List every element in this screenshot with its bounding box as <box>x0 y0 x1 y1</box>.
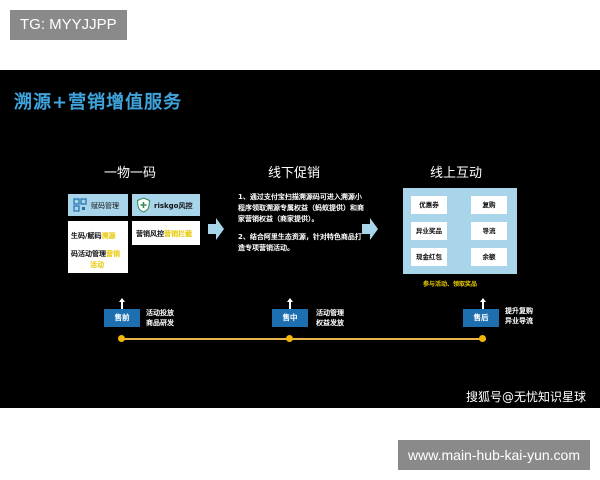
offline-paragraph-1: 1、通过支付宝扫描溯源码可进入溯源小程序领取溯源专属权益（蚂蚁提供）和商家营销权… <box>238 193 364 223</box>
card-code-management-label: 赋码管理 <box>91 202 119 210</box>
top-tag: TG: MYYJJPP <box>10 10 127 40</box>
timeline-line <box>120 338 486 340</box>
stage-presale: 售前 <box>104 309 140 327</box>
chip-repurchase: 复购 <box>471 196 507 214</box>
arrow-up-icon <box>287 298 293 310</box>
offline-description: 1、通过支付宝扫描溯源码可进入溯源小程序领取溯源专属权益（蚂蚁提供）和商家营销权… <box>238 192 368 261</box>
arrow-up-icon <box>119 298 125 310</box>
slide-image: 溯源+营销增值服务 一物一码 线下促销 线上互动 赋码管理 生码/赋码溯源 码活… <box>0 70 600 408</box>
watermark-text: 搜狐号@无忧知识星球 <box>465 390 586 404</box>
chip-cash-red-packet: 现金红包 <box>411 248 447 266</box>
stage-presale-desc: 活动投放商品研发 <box>146 309 174 327</box>
bottom-tag: www.main-hub-kai-yun.com <box>398 440 590 470</box>
stage-insale-desc: 活动管理权益发放 <box>316 309 344 327</box>
shield-plus-icon <box>136 197 151 213</box>
slide-title: 溯源+营销增值服务 <box>14 92 183 113</box>
column-title-one-code: 一物一码 <box>104 166 157 181</box>
card-risk-body: 营销风控营销拦截 <box>132 221 200 245</box>
card-line-activity-cont: 活动 <box>90 261 104 269</box>
chip-balance: 余额 <box>471 248 507 266</box>
card-line-generate: 生码/赋码溯源 <box>71 232 116 240</box>
timeline-dot <box>479 335 486 342</box>
card-line-activity: 码活动管理营销 <box>71 250 120 258</box>
offline-paragraph-2: 2、结合阿里生态资源，针对特色商品打造专项营销活动。 <box>238 233 362 252</box>
timeline-dot <box>286 335 293 342</box>
arrow-right-icon <box>362 218 378 240</box>
chip-traffic: 导流 <box>471 222 507 240</box>
online-caption: 参与活动、领取奖品 <box>423 281 478 288</box>
timeline-dot <box>118 335 125 342</box>
card-risk-label: riskgo风控 <box>154 202 193 210</box>
qr-code-icon <box>73 198 87 212</box>
card-code-management-body: 生码/赋码溯源 码活动管理营销 活动 <box>68 221 128 273</box>
stage-aftersale-desc: 提升复购异业导流 <box>505 307 533 325</box>
column-title-online: 线上互动 <box>430 166 483 181</box>
stage-insale: 售中 <box>272 309 308 327</box>
online-interaction-panel: 优惠券 复购 异业奖品 导流 现金红包 余额 <box>403 188 517 274</box>
arrow-up-icon <box>480 298 486 310</box>
card-risk-header: riskgo风控 <box>132 194 200 216</box>
arrow-right-icon <box>208 218 224 240</box>
column-title-offline: 线下促销 <box>268 166 321 181</box>
card-line-risk: 营销风控营销拦截 <box>136 230 192 238</box>
chip-coupon: 优惠券 <box>411 196 447 214</box>
stage-aftersale: 售后 <box>463 309 499 327</box>
chip-crossover-prize: 异业奖品 <box>411 222 447 240</box>
card-code-management-header: 赋码管理 <box>68 194 128 216</box>
